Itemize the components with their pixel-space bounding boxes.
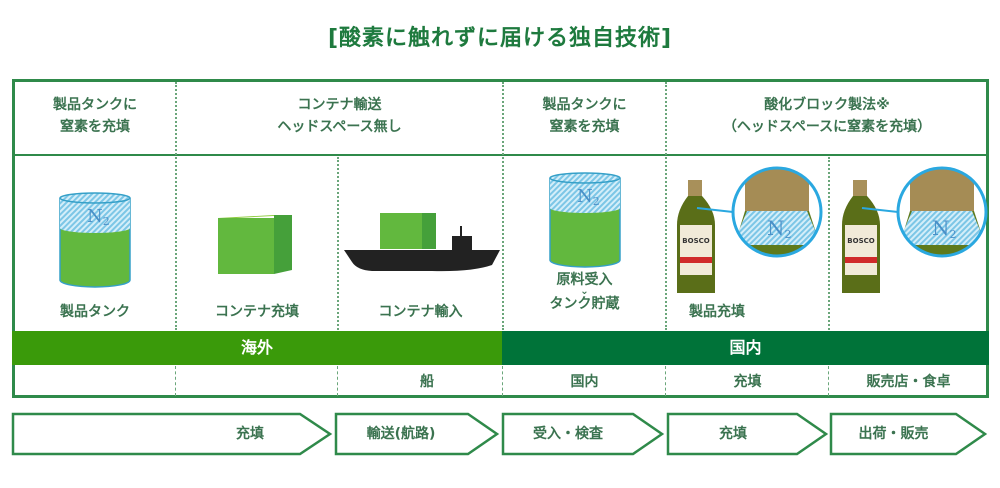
region-domestic: 国内 <box>502 331 989 365</box>
header-line: コンテナ輸送 <box>297 97 382 113</box>
diagram-frame <box>12 79 989 398</box>
bottle-brand-label: BOSCO <box>682 237 709 245</box>
n2-label: N2 <box>577 186 600 208</box>
header-line: 製品タンクに <box>542 97 627 113</box>
header-container-transport: コンテナ輸送ヘッドスペース無し <box>177 94 502 138</box>
down-arrow-icon: ⌄ <box>580 286 589 297</box>
n2-label: N2 <box>767 216 792 241</box>
process-label: 受入・検査 <box>533 426 603 442</box>
row-divider <box>828 366 829 396</box>
caption-product-tank: 製品タンク <box>60 304 130 320</box>
header-oxidation-block: 酸化ブロック製法※ （ヘッドスペースに窒素を充填） <box>667 94 987 138</box>
process-arrow-shape <box>334 412 500 456</box>
header-line: 製品タンクに <box>53 97 137 113</box>
cargo-ship-icon <box>344 213 500 272</box>
header-tank-nitrogen-domestic: 製品タンクに窒素を充填 <box>504 94 665 138</box>
bottle-with-nitrogen-zoom-icon: BOSCO N2 <box>677 166 823 293</box>
header-line: （ヘッドスペースに窒素を充填） <box>722 119 932 135</box>
caption-container-fill: コンテナ充填 <box>215 304 299 320</box>
location-ship: 船 <box>420 374 434 390</box>
location-filling: 充填 <box>733 374 762 390</box>
bottle-with-nitrogen-zoom-icon: BOSCO N2 <box>842 166 988 293</box>
header-line: ヘッドスペース無し <box>277 119 402 135</box>
header-tank-nitrogen: 製品タンクに窒素を充填 <box>15 94 175 138</box>
process-arrow-shape <box>11 412 333 456</box>
process-label: 充填 <box>236 426 264 442</box>
process-label: 充填 <box>719 426 747 442</box>
column-divider <box>175 82 177 330</box>
header-line: 窒素を充填 <box>60 119 130 135</box>
process-arrow-shape <box>829 412 988 456</box>
diagram-title: [酸素に触れずに届ける独自技術] <box>327 26 673 51</box>
n2-label: N2 <box>87 206 110 228</box>
caption-receive-store: 原料受入 ⌄ タンク貯蔵 <box>504 272 665 312</box>
column-divider <box>828 157 830 330</box>
process-arrow-shape <box>501 412 665 456</box>
column-divider <box>502 82 504 330</box>
location-store-table: 販売店・食卓 <box>866 374 951 390</box>
process-arrow-shape <box>666 412 829 456</box>
row-divider <box>502 366 503 396</box>
column-divider <box>665 82 667 330</box>
container-icon <box>218 215 292 274</box>
caption-line: タンク貯蔵 <box>549 296 620 312</box>
product-tank-icon: N2 <box>59 192 131 288</box>
row-divider <box>337 366 338 396</box>
region-overseas: 海外 <box>12 331 502 365</box>
row-divider <box>665 366 666 396</box>
caption-container-import: コンテナ輸入 <box>378 304 463 320</box>
process-arrows <box>11 412 988 456</box>
header-line: 窒素を充填 <box>549 119 620 135</box>
process-label: 出荷・販売 <box>858 426 929 442</box>
column-divider <box>337 157 339 330</box>
caption-line: 原料受入 <box>556 272 613 288</box>
row-divider <box>175 366 176 396</box>
bottle-brand-label: BOSCO <box>847 237 874 245</box>
location-domestic: 国内 <box>570 374 599 390</box>
storage-tank-icon: N2 <box>549 172 621 268</box>
n2-label: N2 <box>932 216 957 241</box>
header-line: 酸化ブロック製法※ <box>764 97 890 113</box>
header-divider <box>12 154 989 156</box>
caption-product-fill: 製品充填 <box>689 304 745 320</box>
process-label: 輸送(航路) <box>366 426 436 442</box>
